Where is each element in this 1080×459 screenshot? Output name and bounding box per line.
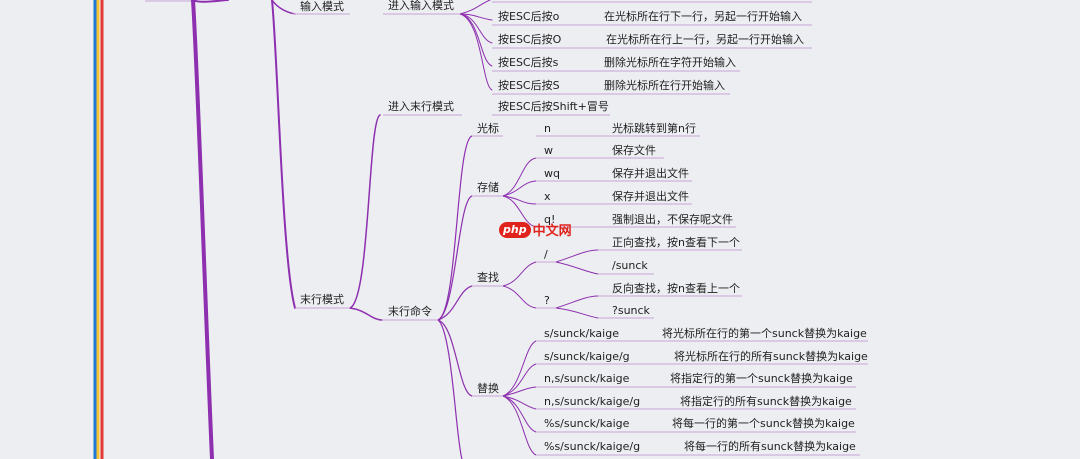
node-rep6[interactable]: %s/sunck/kaige/g xyxy=(544,440,641,453)
node-save[interactable]: 存储 xyxy=(477,181,499,194)
node-find-slash-eg[interactable]: /sunck xyxy=(612,259,648,272)
node-cursor-n-desc[interactable]: 光标跳转到第n行 xyxy=(612,122,696,135)
node-cursor[interactable]: 光标 xyxy=(477,122,499,135)
node-cursor-n[interactable]: n xyxy=(544,122,551,135)
node-save-wq[interactable]: wq xyxy=(544,167,560,180)
node-esc-O-desc[interactable]: 在光标所在行上一行，另起一行开始输入 xyxy=(606,33,804,46)
node-last-line-mode[interactable]: 末行模式 xyxy=(300,293,344,306)
watermark-badge: php xyxy=(499,221,531,238)
node-save-x-desc[interactable]: 保存并退出文件 xyxy=(612,190,689,203)
node-rep5[interactable]: %s/sunck/kaige xyxy=(544,417,630,430)
node-save-x[interactable]: x xyxy=(544,190,551,203)
node-save-q-desc[interactable]: 强制退出，不保存呢文件 xyxy=(612,213,733,226)
node-save-w-desc[interactable]: 保存文件 xyxy=(612,144,656,157)
node-esc-s[interactable]: 按ESC后按s xyxy=(498,56,559,69)
node-find-q-eg[interactable]: ?sunck xyxy=(612,304,650,317)
node-rep5-desc[interactable]: 将每一行的第一个sunck替换为kaige xyxy=(672,417,855,430)
node-esc-o[interactable]: 按ESC后按o xyxy=(498,10,560,23)
node-rep3-desc[interactable]: 将指定行的第一个sunck替换为kaige xyxy=(670,372,853,385)
node-find-slash[interactable]: / xyxy=(544,248,548,261)
node-esc-S-desc[interactable]: 删除光标所在行开始输入 xyxy=(604,79,725,92)
node-enter-last-line-mode[interactable]: 进入末行模式 xyxy=(388,100,454,113)
underlines xyxy=(292,1,868,456)
node-replace[interactable]: 替换 xyxy=(477,382,499,395)
node-rep2[interactable]: s/sunck/kaige/g xyxy=(544,350,630,363)
node-esc-O[interactable]: 按ESC后按O xyxy=(498,33,562,46)
node-esc-shift-colon[interactable]: 按ESC后按Shift+冒号 xyxy=(498,100,609,113)
node-rep4[interactable]: n,s/sunck/kaige/g xyxy=(544,395,641,408)
node-find-q[interactable]: ? xyxy=(544,294,550,307)
node-enter-input-mode[interactable]: 进入输入模式 xyxy=(388,0,454,12)
node-rep2-desc[interactable]: 将光标所在行的所有sunck替换为kaige xyxy=(674,350,868,363)
node-esc-o-desc[interactable]: 在光标所在行下一行，另起一行开始输入 xyxy=(604,10,802,23)
node-rep1-desc[interactable]: 将光标所在行的第一个sunck替换为kaige xyxy=(662,327,867,340)
node-esc-s-desc[interactable]: 删除光标所在字符开始输入 xyxy=(604,56,736,69)
branch-lines xyxy=(191,0,599,459)
node-find-slash-desc[interactable]: 正向查找，按n查看下一个 xyxy=(612,236,740,249)
node-save-w[interactable]: w xyxy=(544,144,553,157)
node-esc-S[interactable]: 按ESC后按S xyxy=(498,79,560,92)
node-rep3[interactable]: n,s/sunck/kaige xyxy=(544,372,630,385)
node-save-wq-desc[interactable]: 保存并退出文件 xyxy=(612,167,689,180)
node-rep6-desc[interactable]: 将每一行的所有sunck替换为kaige xyxy=(684,440,856,453)
node-last-line-cmd[interactable]: 末行命令 xyxy=(388,305,432,318)
node-save-q[interactable]: q! xyxy=(544,213,556,226)
node-input-mode[interactable]: 输入模式 xyxy=(300,0,344,13)
node-rep1[interactable]: s/sunck/kaige xyxy=(544,327,619,340)
node-rep4-desc[interactable]: 将指定行的所有sunck替换为kaige xyxy=(680,395,852,408)
node-find[interactable]: 查找 xyxy=(477,271,499,284)
watermark-text: 中文网 xyxy=(532,224,572,239)
left-stripes xyxy=(93,0,193,459)
node-find-q-desc[interactable]: 反向查找，按n查看上一个 xyxy=(612,282,740,295)
